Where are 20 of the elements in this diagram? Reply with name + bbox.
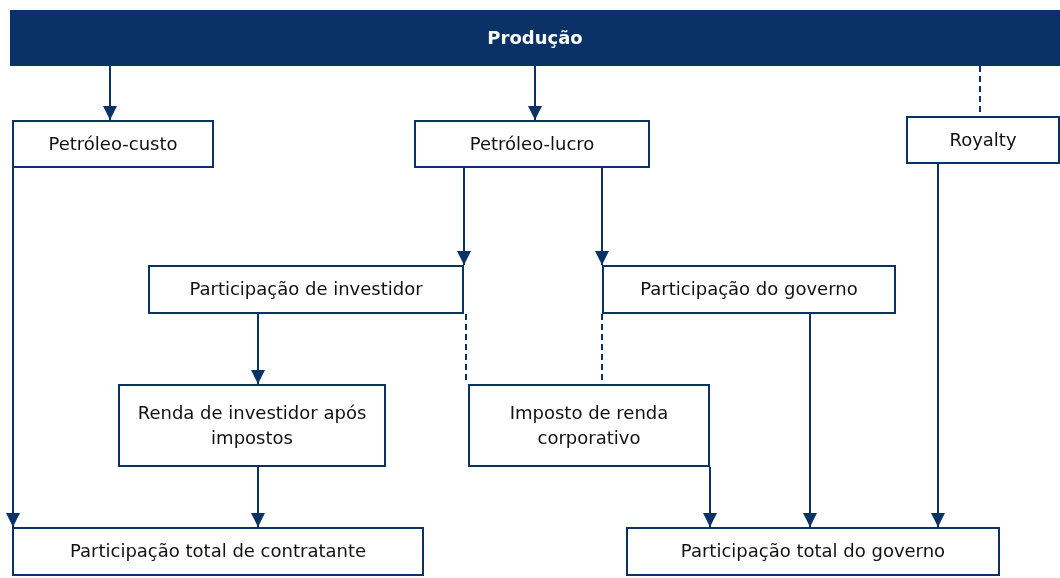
process-box: Participação de investidor xyxy=(148,265,464,314)
arrow xyxy=(803,313,817,528)
process-box: Participação total do governo xyxy=(626,527,1000,576)
process-box: Petróleo-custo xyxy=(12,120,214,168)
arrow xyxy=(528,65,542,121)
process-box: Participação do governo xyxy=(602,265,896,314)
header-band: Produção xyxy=(10,10,1060,66)
process-box: Petróleo-lucro xyxy=(414,120,650,168)
process-box: Renda de investidor após impostos xyxy=(118,384,386,467)
process-box: Participação total de contratante xyxy=(12,527,424,576)
arrow xyxy=(251,313,265,385)
arrow xyxy=(931,163,945,528)
arrow xyxy=(703,466,717,528)
arrow xyxy=(6,167,20,528)
arrow xyxy=(457,167,471,266)
process-box: Imposto de renda corporativo xyxy=(468,384,710,467)
arrow xyxy=(103,65,117,121)
arrow xyxy=(595,167,609,266)
process-box: Royalty xyxy=(906,116,1060,164)
arrow xyxy=(251,466,265,528)
